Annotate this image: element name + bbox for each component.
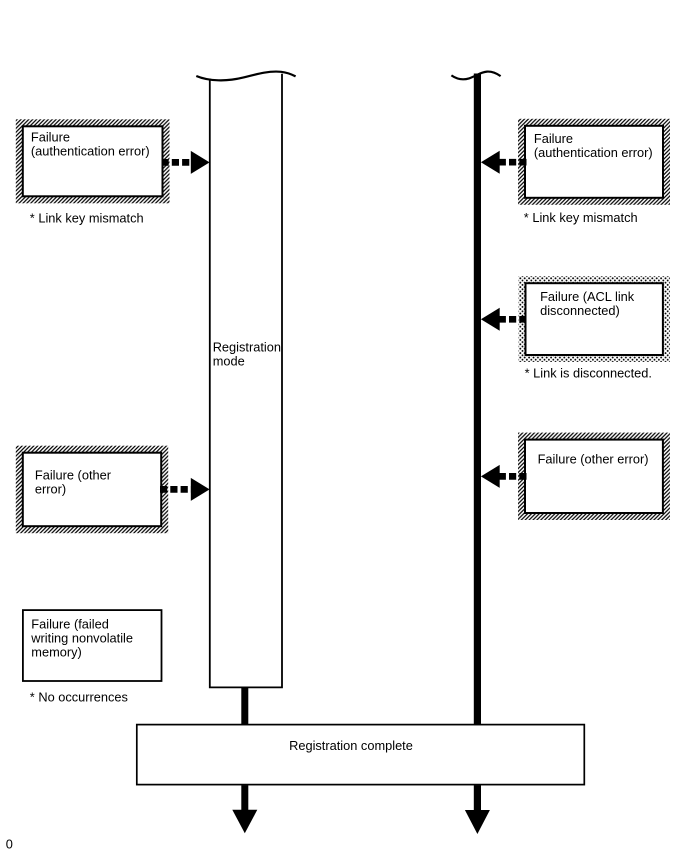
svg-text:Failure: Failure [534, 131, 573, 146]
svg-text:Registration: Registration [213, 339, 281, 354]
svg-text:disconnected): disconnected) [540, 303, 620, 318]
svg-text:Failure: Failure [31, 130, 70, 145]
svg-text:* No occurrences: * No occurrences [30, 690, 128, 705]
svg-text:error): error) [35, 482, 66, 497]
svg-text:(authentication error): (authentication error) [534, 145, 653, 160]
svg-text:Registration complete: Registration complete [289, 738, 413, 753]
svg-text:mode: mode [213, 353, 245, 368]
svg-text:writing nonvolatile: writing nonvolatile [30, 630, 133, 645]
svg-text:* Link key mismatch: * Link key mismatch [30, 210, 144, 225]
svg-text:Failure (failed: Failure (failed [31, 616, 109, 631]
svg-text:Failure (ACL link: Failure (ACL link [540, 289, 635, 304]
svg-text:0: 0 [6, 836, 13, 851]
svg-text:* Link key mismatch: * Link key mismatch [524, 210, 638, 225]
svg-text:Failure (other: Failure (other [35, 468, 112, 483]
svg-text:* Link is disconnected.: * Link is disconnected. [525, 366, 652, 381]
svg-text:memory): memory) [31, 644, 81, 659]
svg-text:Failure (other error): Failure (other error) [538, 451, 649, 466]
svg-text:(authentication error): (authentication error) [31, 144, 150, 159]
